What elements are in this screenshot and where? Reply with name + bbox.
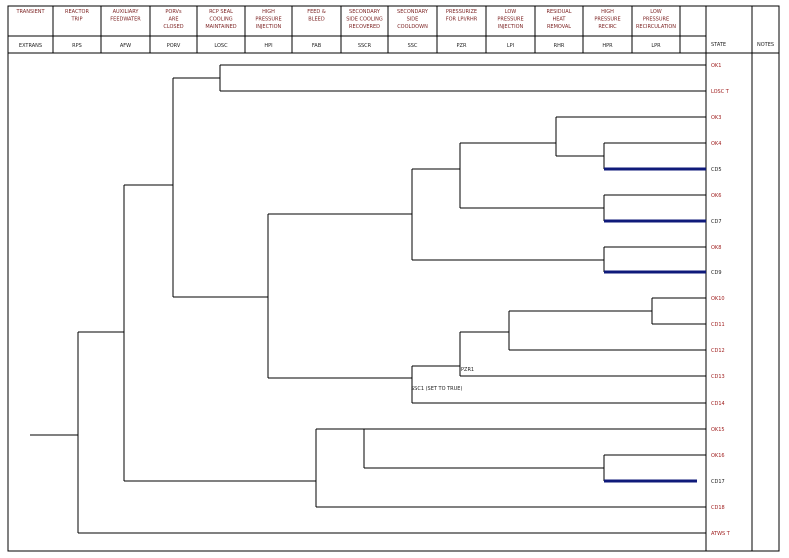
end-state-cd5: CD5 [711,167,722,173]
end-state-ok16: OK16 [711,453,725,459]
end-state-ok6: OK6 [711,193,721,199]
header-code-hpi: HPI [264,43,272,49]
header-code-rhr: RHR [554,43,565,49]
end-state-ok1: OK1 [711,63,721,69]
annotation-ssc1: SSC1 (SET TO TRUE) [411,386,462,392]
header-code-afw: AFW [120,43,131,49]
header-code-hpr: HPR [602,43,613,49]
header-code-rps: RPS [72,43,82,49]
end-state-cd18: CD18 [711,505,725,511]
end-state-cd13: CD13 [711,374,725,380]
header-top-fab: FEED &BLEED [307,9,326,23]
end-state-cd12: CD12 [711,348,725,354]
header-code-pzr: PZR [457,43,467,49]
annotation-pzr1: PZR1 [461,367,474,373]
end-state-ok8: OK8 [711,245,721,251]
end-state-cd7: CD7 [711,219,722,225]
header-code-sscr: SSCR [358,43,372,49]
header-code-losc: LOSC [214,43,228,49]
end-state-ok3: OK3 [711,115,721,121]
tree-branches [30,64,706,534]
end-state-cd11: CD11 [711,322,725,328]
header-code-fab: FAB [312,43,322,49]
end-state-cd17: CD17 [711,479,725,485]
end-state-cd14: CD14 [711,401,725,407]
outer-border [7,5,780,552]
end-state-cd9: CD9 [711,270,722,276]
header-code-ssc: SSC [408,43,418,49]
end-state-losc: LOSC T [711,89,730,95]
end-state-ok4: OK4 [711,141,721,147]
end-state-ok10: OK10 [711,296,725,302]
header-code-porv: PORV [167,43,181,49]
notes-column-header: NOTES [757,42,774,48]
end-state-atws: ATWS T [711,531,731,537]
header-top-extrans: TRANSIENT [15,9,45,15]
event-tree-frame [7,5,780,552]
header-code-extrans: EXTRANS [19,43,42,49]
header-code-lpr: LPR [651,43,661,49]
header-code-lpi: LPI [507,43,514,49]
state-column-header: STATE [711,42,726,48]
end-state-ok15: OK15 [711,427,725,433]
